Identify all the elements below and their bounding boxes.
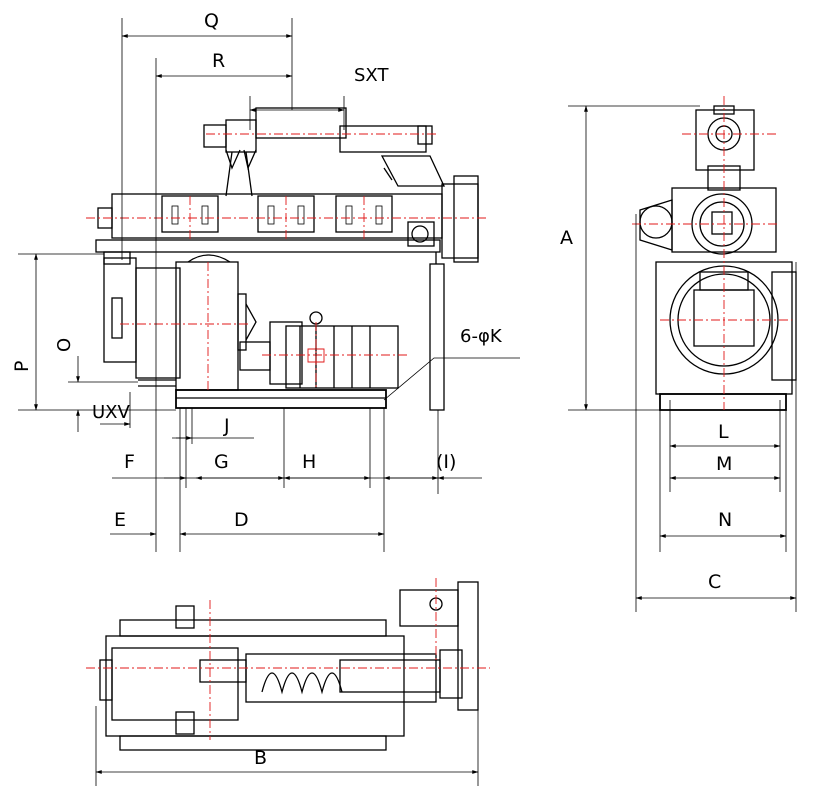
side-view (632, 96, 797, 411)
label-b: B (254, 747, 267, 769)
label-f: F (124, 451, 135, 473)
dimension-lines (18, 18, 797, 786)
label-r: R (212, 50, 225, 72)
label-e: E (114, 509, 126, 531)
label-o: O (54, 338, 75, 352)
label-l: L (718, 421, 729, 443)
label-p: P (11, 361, 33, 372)
label-m: M (716, 453, 732, 475)
dimension-labels: Q R SXT A P O UXV J 6-φK F G H (I) E D L… (11, 10, 732, 769)
label-6-phi-k: 6-φK (460, 326, 503, 347)
label-d: D (234, 509, 249, 531)
label-c: C (708, 571, 721, 593)
label-uxv: UXV (92, 402, 131, 423)
label-a: A (560, 227, 573, 249)
label-i: (I) (436, 451, 456, 473)
label-sxt: SXT (354, 65, 389, 86)
label-n: N (718, 509, 732, 531)
label-j: J (223, 415, 230, 437)
label-g: G (214, 451, 229, 473)
front-view (86, 107, 486, 411)
label-q: Q (204, 10, 219, 32)
label-h: H (302, 451, 316, 473)
top-view (86, 578, 490, 751)
